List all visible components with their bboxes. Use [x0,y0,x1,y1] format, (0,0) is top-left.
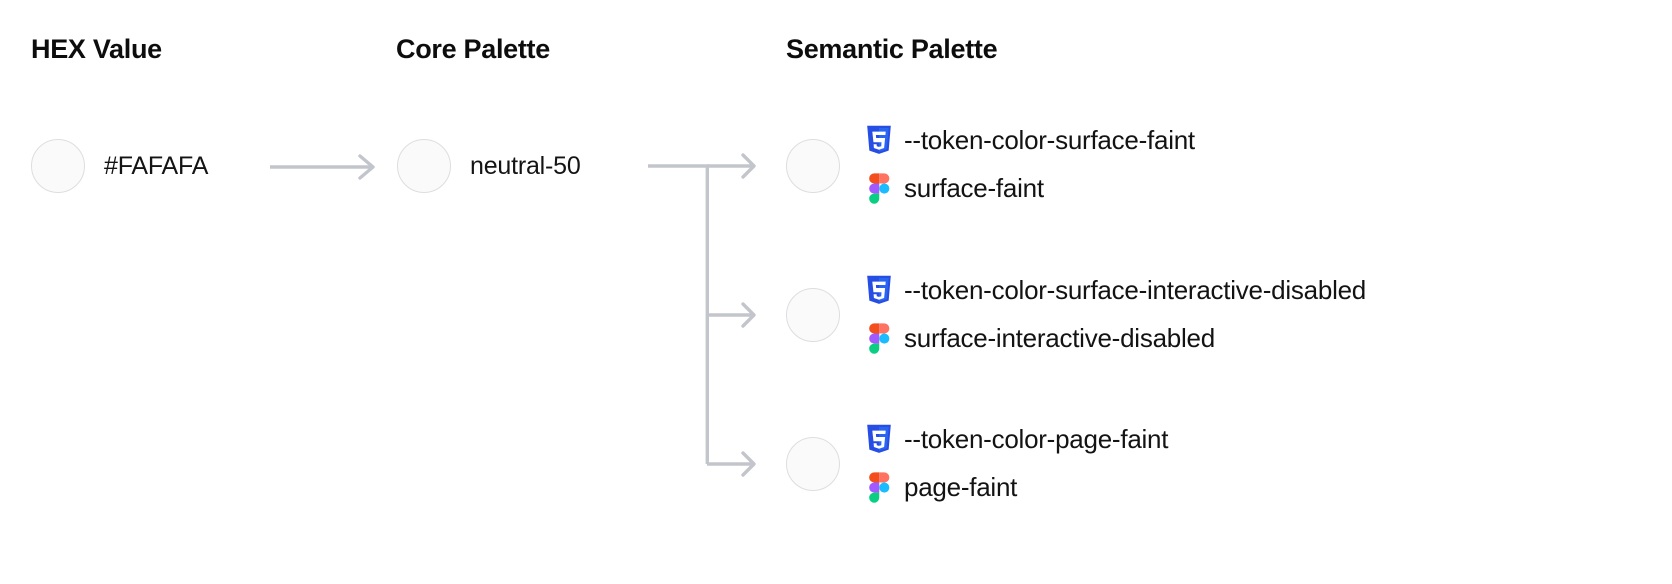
semantic-figma-token-label-1: surface-interactive-disabled [904,323,1215,353]
css3-icon [866,125,892,155]
css3-icon [866,424,892,454]
hex-value-label: #FAFAFA [104,152,209,180]
color-swatch-semantic-1 [786,288,840,342]
column-heading-core-palette: Core Palette [396,34,550,64]
semantic-css-token-row-1: --token-color-surface-interactive-disabl… [866,266,1366,314]
semantic-css-token-row-0: --token-color-surface-faint [866,116,1195,164]
column-heading-hex-value: HEX Value [31,34,162,64]
semantic-figma-token-label-2: page-faint [904,472,1018,502]
semantic-css-token-label-2: --token-color-page-faint [904,424,1169,454]
color-swatch-semantic-0 [786,139,840,193]
semantic-token-group-0: --token-color-surface-faint surface-fain… [866,116,1195,212]
semantic-figma-token-label-0: surface-faint [904,173,1044,203]
column-heading-semantic-palette: Semantic Palette [786,34,998,64]
core-palette-value-label: neutral-50 [470,152,581,180]
css3-icon [866,275,892,305]
color-swatch-semantic-2 [786,437,840,491]
semantic-css-token-label-1: --token-color-surface-interactive-disabl… [904,275,1367,305]
semantic-token-group-2: --token-color-page-faint page-faint [866,415,1168,511]
figma-icon [866,322,892,354]
figma-icon [866,471,892,503]
semantic-figma-token-row-2: page-faint [866,463,1168,511]
semantic-token-group-1: --token-color-surface-interactive-disabl… [866,266,1366,362]
color-swatch-core [397,139,451,193]
semantic-figma-token-row-1: surface-interactive-disabled [866,314,1366,362]
semantic-figma-token-row-0: surface-faint [866,164,1195,212]
figma-icon [866,172,892,204]
semantic-css-token-label-0: --token-color-surface-faint [904,125,1195,155]
arrow-hex-to-core-icon [270,154,375,180]
color-swatch-hex [31,139,85,193]
semantic-css-token-row-2: --token-color-page-faint [866,415,1168,463]
branching-connector-core-to-semantic-icon [648,153,756,477]
